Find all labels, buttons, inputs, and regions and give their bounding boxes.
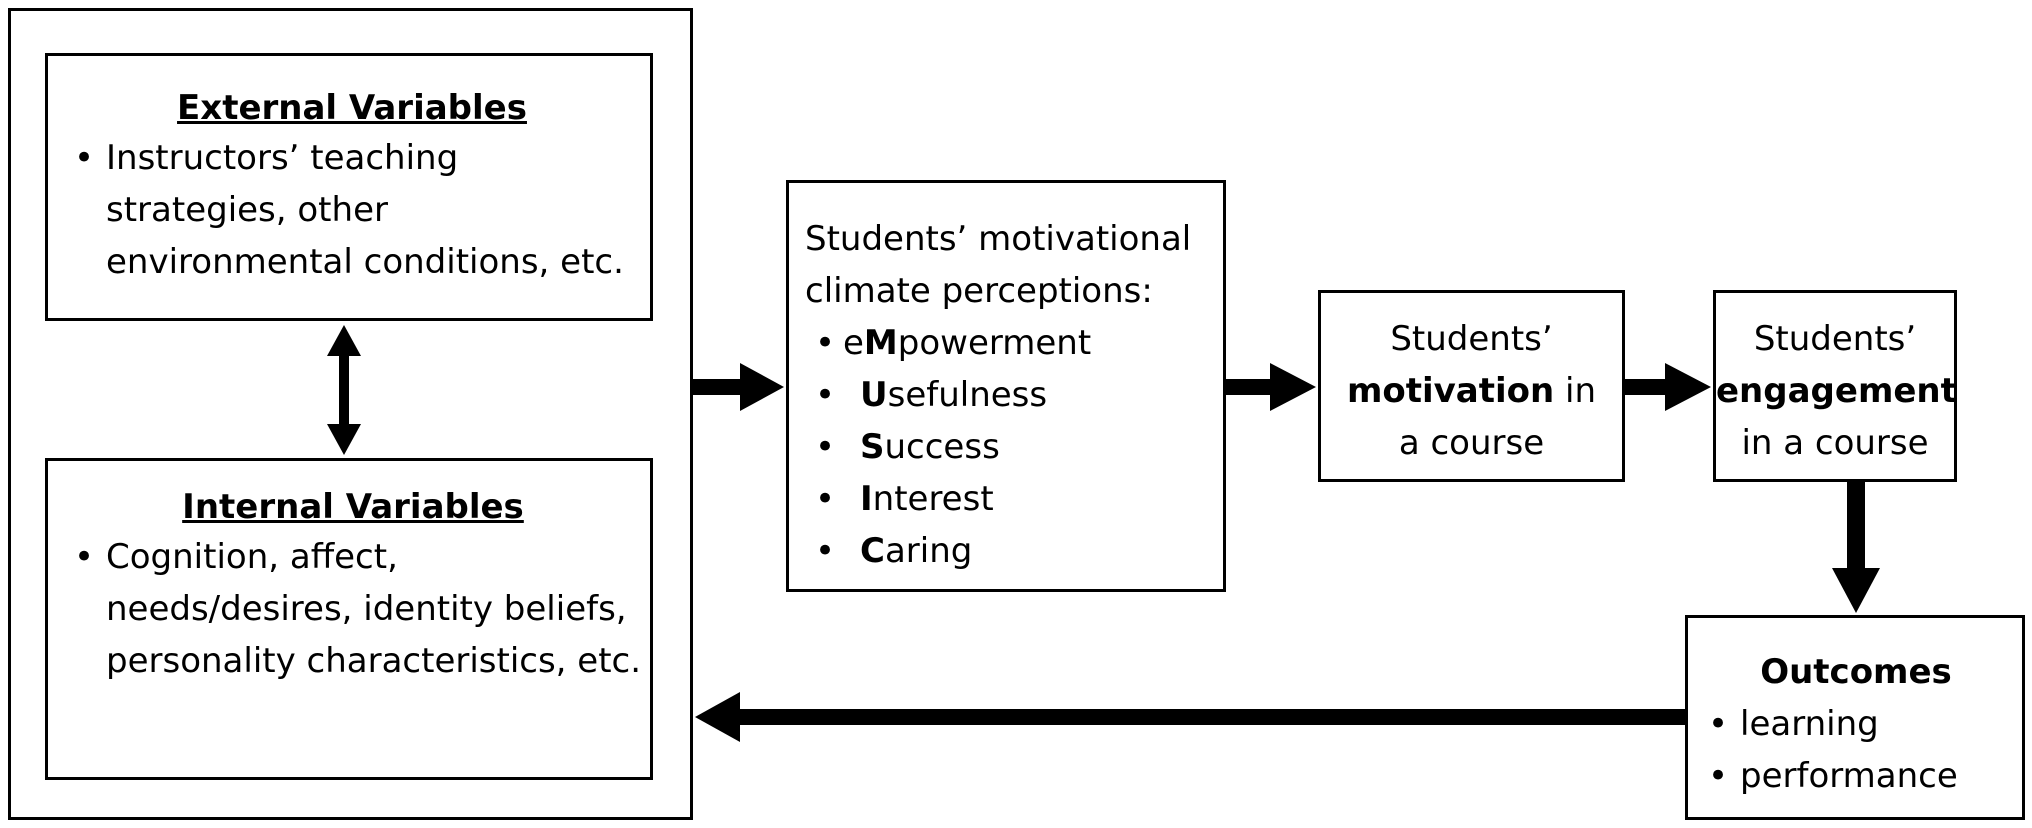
outcomes-box: Outcomes learning performance	[1685, 615, 2025, 820]
arrow-to-motivation	[1226, 363, 1316, 411]
perception-item-rest: powerment	[897, 323, 1092, 363]
internal-variables-title: Internal Variables	[182, 487, 524, 527]
engagement-keyword-text: engagement	[1716, 371, 1957, 411]
perceptions-list: eMpowerment Usefulness Success Interest …	[805, 317, 1215, 577]
internal-variables-box: Internal Variables Cognition, affect, ne…	[45, 458, 653, 780]
internal-variables-item: Cognition, affect, needs/desires, identi…	[64, 531, 642, 687]
perception-item-letter: S	[860, 427, 885, 467]
external-variables-box: External Variables Instructors’ teaching…	[45, 53, 653, 321]
perception-item-rest: uccess	[884, 427, 1000, 467]
engagement-box: Students’ engagement in a course	[1713, 290, 1957, 482]
arrow-to-outcomes	[1832, 482, 1880, 613]
perception-item-rest: nterest	[872, 479, 994, 519]
outcomes-list: learning performance	[1698, 698, 2014, 802]
perception-item-success: Success	[805, 421, 1215, 473]
outcomes-item-performance: performance	[1698, 750, 2014, 802]
outcomes-title: Outcomes	[1760, 652, 1952, 692]
motivation-in: in	[1565, 371, 1597, 411]
external-variables-title: External Variables	[177, 88, 527, 128]
engagement-keyword: engagement	[1716, 365, 1957, 417]
perceptions-intro: Students’ motivational climate perceptio…	[805, 219, 1192, 311]
perception-item-caring: Caring	[805, 525, 1215, 577]
motivation-line-1: Students’	[1390, 319, 1553, 359]
perception-item-letter: C	[860, 531, 885, 571]
arrow-to-perceptions	[693, 363, 784, 411]
motivation-keyword: motivation	[1346, 371, 1555, 411]
internal-variables-list: Cognition, affect, needs/desires, identi…	[64, 531, 642, 687]
motivation-line-3: a course	[1398, 423, 1545, 463]
perception-item-letter: U	[860, 375, 888, 415]
arrow-to-engagement	[1625, 363, 1711, 411]
perception-item-interest: Interest	[805, 473, 1215, 525]
perception-item-rest: aring	[884, 531, 973, 571]
perceptions-box: Students’ motivational climate perceptio…	[786, 180, 1226, 592]
perception-item-usefulness: Usefulness	[805, 369, 1215, 421]
outcomes-item-learning: learning	[1698, 698, 2014, 750]
perception-item-prefix: e	[843, 323, 864, 363]
perception-item-rest: sefulness	[887, 375, 1048, 415]
motivation-box: Students’ motivation in a course	[1318, 290, 1625, 482]
perception-item-letter: I	[860, 479, 873, 519]
perception-item-empowerment: eMpowerment	[805, 317, 1215, 369]
motivation-line-2: motivation in	[1321, 365, 1622, 417]
engagement-line-3: in a course	[1741, 423, 1929, 463]
external-variables-list: Instructors’ teaching strategies, other …	[64, 132, 640, 288]
external-variables-item: Instructors’ teaching strategies, other …	[64, 132, 640, 288]
arrow-feedback	[695, 692, 1685, 742]
perception-item-letter: M	[863, 323, 898, 363]
engagement-line-1: Students’	[1753, 319, 1917, 359]
